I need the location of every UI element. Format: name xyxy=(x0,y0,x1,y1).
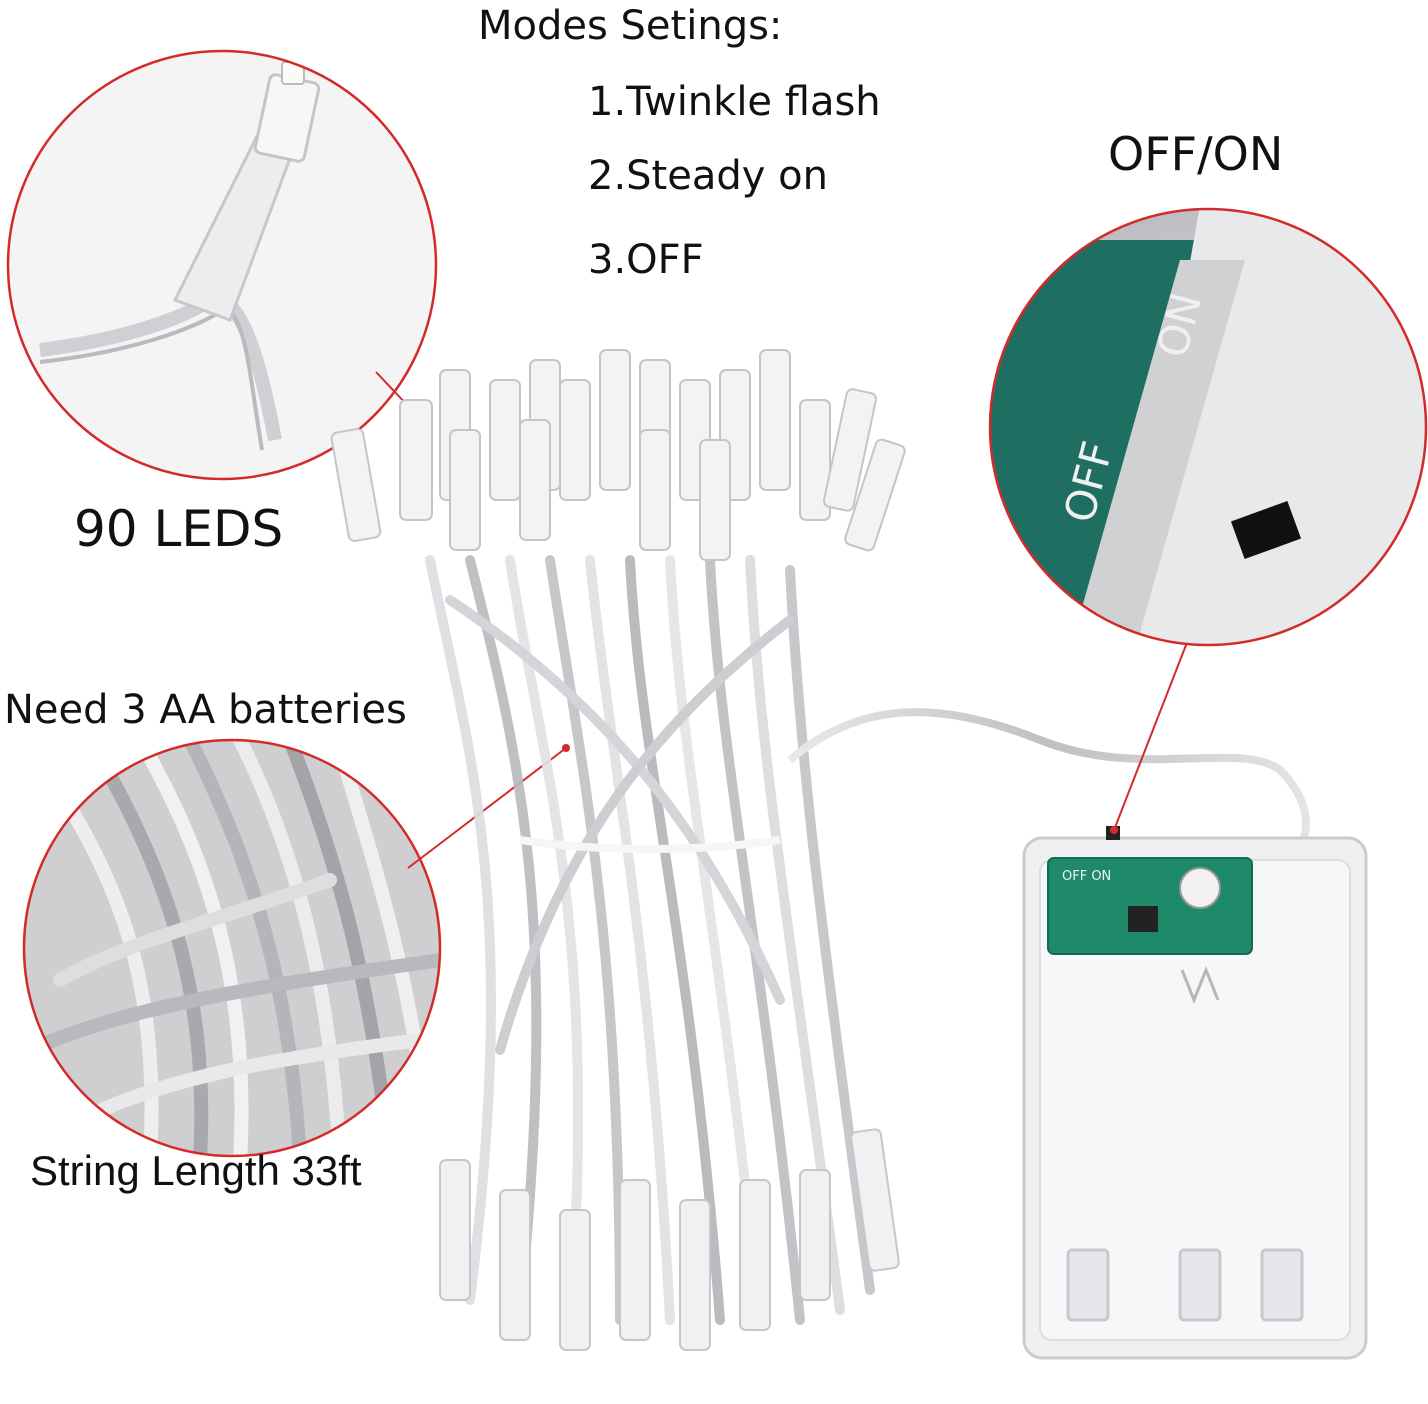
switch-callout-line xyxy=(1113,639,1189,831)
cable-tie xyxy=(519,836,781,853)
switch-label: OFF/ON xyxy=(1108,127,1284,181)
string-length-label: String Length 33ft xyxy=(30,1147,362,1194)
mode-item-off: 3.OFF xyxy=(588,237,704,283)
switch-closeup-circle: OFF ON xyxy=(988,207,1428,647)
battery-spring xyxy=(1180,965,1220,1005)
wire-callout-dot xyxy=(562,744,570,752)
led-count-label: 90 LEDS xyxy=(74,500,284,558)
switch-callout-dot xyxy=(1110,826,1118,834)
battery-box: OFF ON xyxy=(1022,826,1368,1360)
battery-requirement-label: Need 3 AA batteries xyxy=(4,687,407,733)
led-bundle xyxy=(330,349,906,1351)
lead-wire xyxy=(787,708,1310,848)
pcb-label: OFF ON xyxy=(1062,869,1111,884)
led-closeup-circle xyxy=(6,49,438,481)
mode-item-steady: 2.Steady on xyxy=(588,153,828,199)
slide-switch xyxy=(1230,500,1302,560)
mode-item-twinkle: 1.Twinkle flash xyxy=(588,79,881,125)
wire-closeup-circle xyxy=(22,738,442,1158)
wire-callout-line xyxy=(407,747,567,869)
modes-title: Modes Setings: xyxy=(478,3,783,49)
